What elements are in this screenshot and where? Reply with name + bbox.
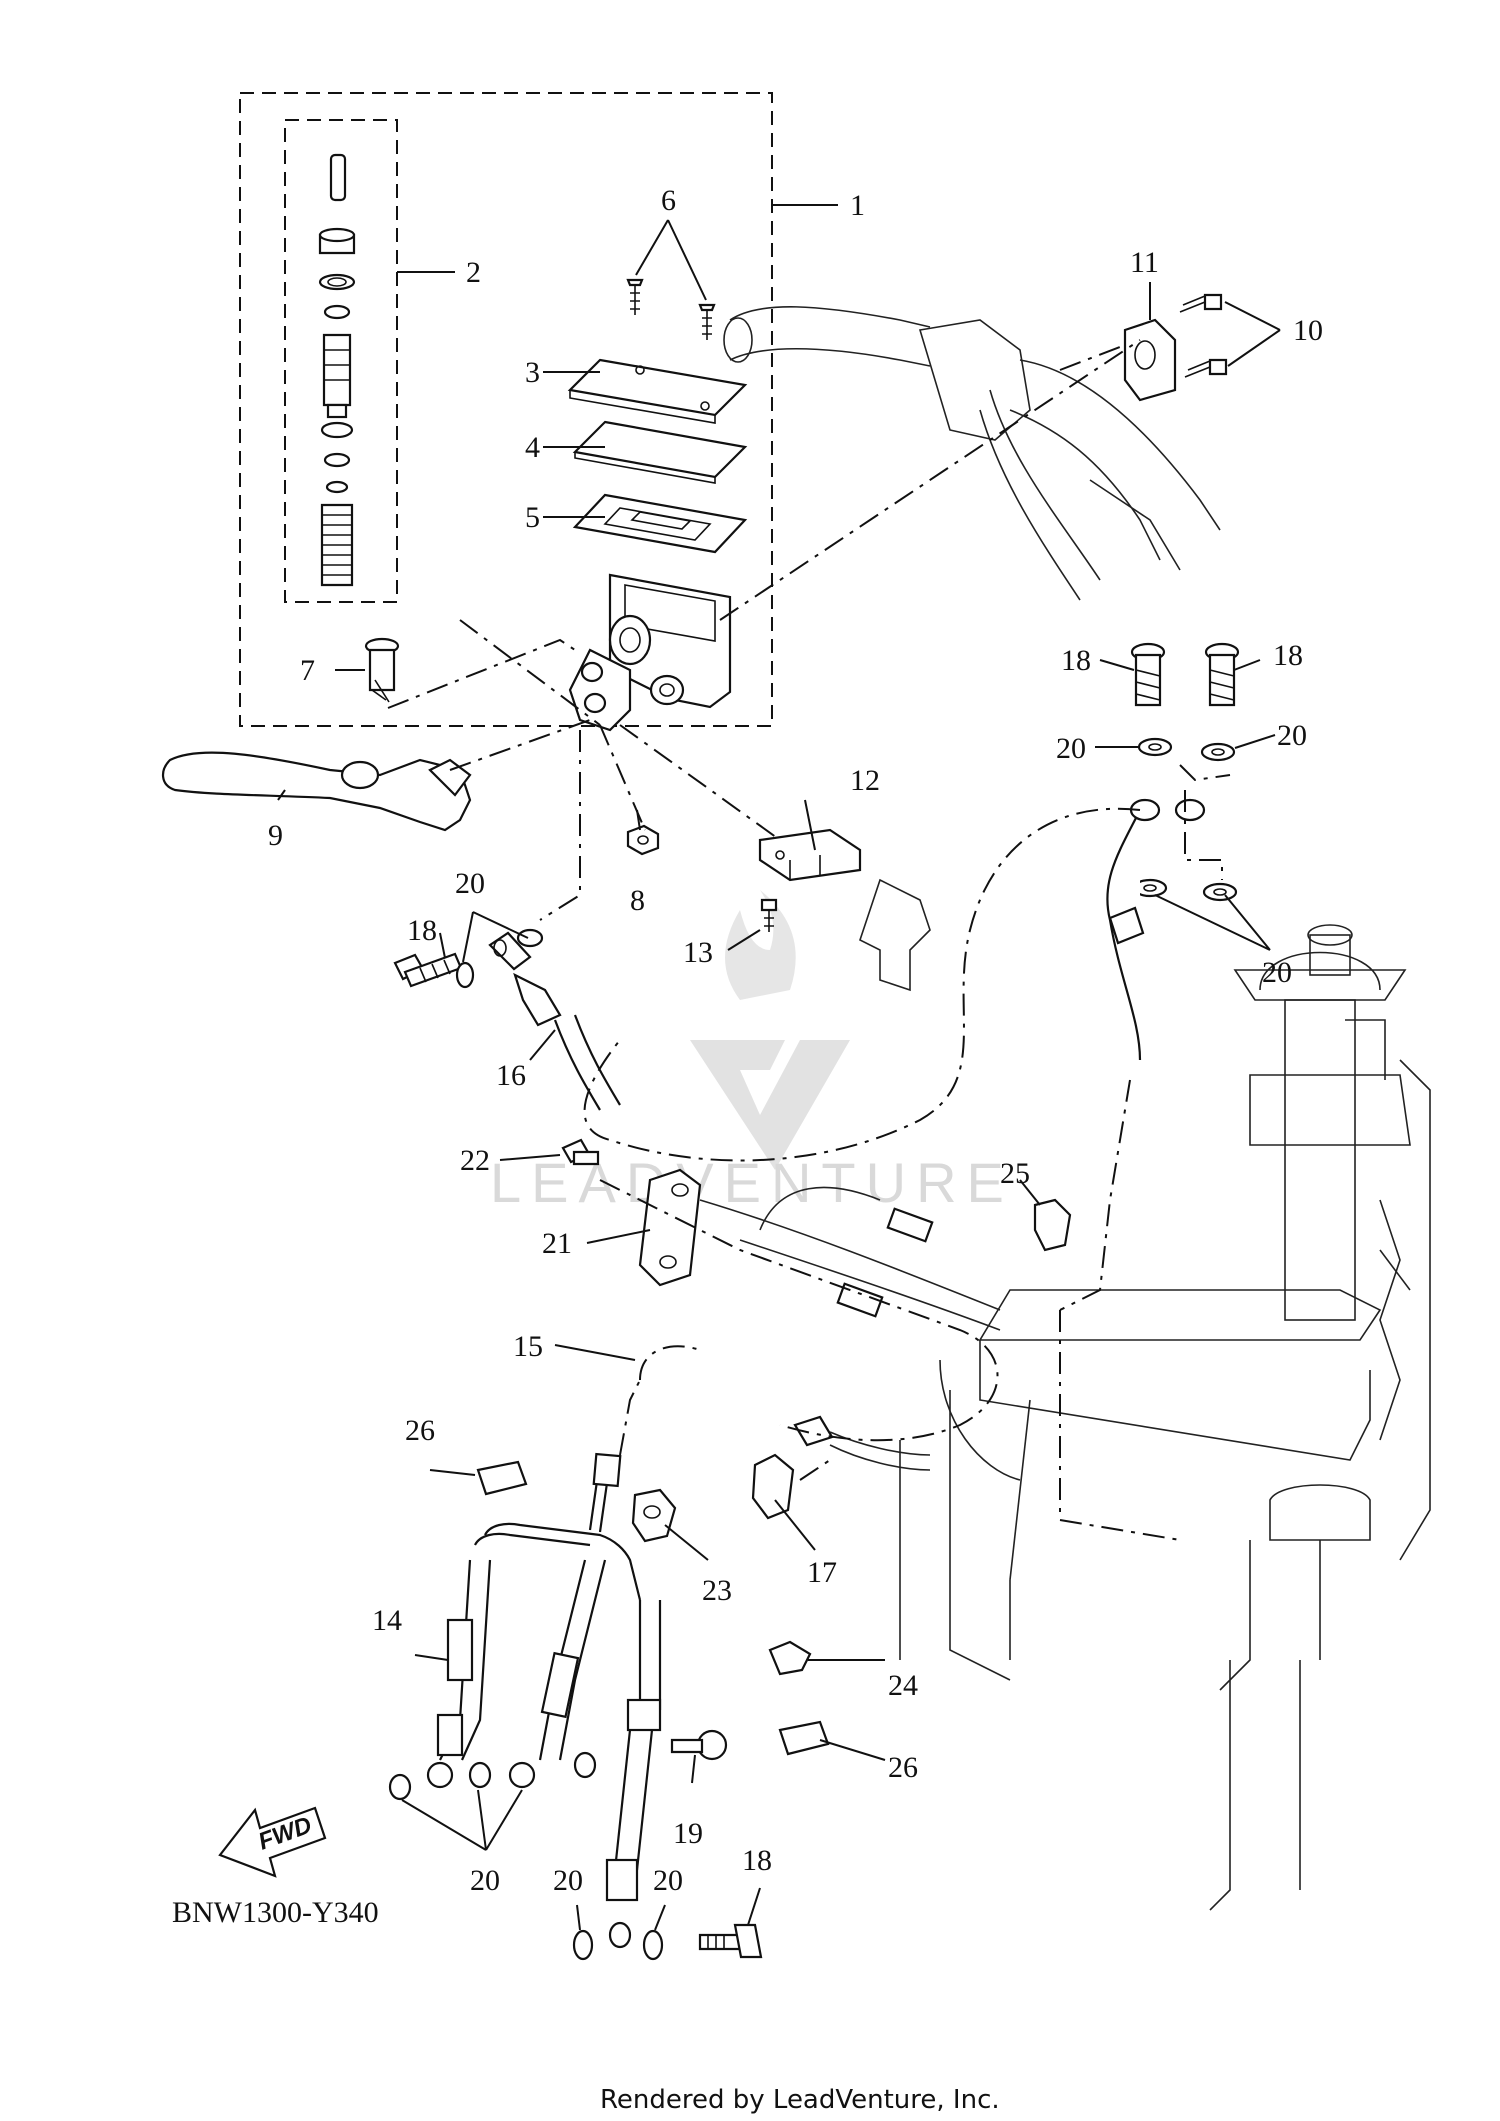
callout-4[interactable]: 4 (525, 431, 540, 464)
washers-lower[interactable] (572, 1929, 664, 1961)
piston-kit-group-box (284, 119, 398, 603)
callout-9[interactable]: 9 (268, 819, 283, 852)
switch-wiring-ghost (859, 878, 931, 992)
hose-joint-bolt[interactable] (670, 1729, 728, 1761)
diaphragm[interactable] (572, 493, 748, 554)
callout-5[interactable]: 5 (525, 501, 540, 534)
upper-brake-hose[interactable] (1106, 798, 1206, 1061)
handlebar-ghost (723, 306, 1221, 601)
diaphragm-plate[interactable] (572, 420, 748, 484)
callout-17[interactable]: 17 (807, 1556, 837, 1589)
callout-12[interactable]: 12 (850, 764, 880, 797)
hose-clamp-17[interactable] (751, 1453, 795, 1520)
callout-20-top-right[interactable]: 20 (1277, 719, 1307, 752)
callout-7[interactable]: 7 (300, 654, 315, 687)
watermark-text: LEADVENTURE (490, 1151, 1014, 1214)
fwd-arrow-icon: FWD (218, 1806, 327, 1878)
callout-8[interactable]: 8 (630, 884, 645, 917)
hose-guide-bolt[interactable] (561, 1138, 600, 1166)
pivot-nut[interactable] (626, 824, 660, 856)
callout-13[interactable]: 13 (683, 936, 713, 969)
union-bolt-lower[interactable] (698, 1923, 763, 1959)
cap-screws[interactable] (626, 278, 716, 340)
callout-26-bottom[interactable]: 26 (888, 1751, 918, 1784)
callout-18-top-left[interactable]: 18 (1061, 644, 1091, 677)
leader-lines (387, 339, 1231, 1541)
front-brake-hose[interactable] (488, 931, 621, 1111)
callout-20-bottom-left[interactable]: 20 (470, 1864, 500, 1897)
callout-23[interactable]: 23 (702, 1574, 732, 1607)
washers-left[interactable] (455, 928, 544, 989)
callout-10[interactable]: 10 (1293, 314, 1323, 347)
callout-2[interactable]: 2 (466, 256, 481, 289)
piston-kit[interactable] (318, 153, 356, 587)
callout-1[interactable]: 1 (850, 189, 865, 222)
hose-holder[interactable] (638, 1168, 702, 1287)
callout-pointers (277, 204, 1281, 1931)
callout-26-top[interactable]: 26 (405, 1414, 435, 1447)
callout-11[interactable]: 11 (1130, 246, 1159, 279)
callout-20-left[interactable]: 20 (455, 867, 485, 900)
watermark-flame-icon (725, 890, 796, 1000)
hose-clip-26-bottom[interactable] (778, 1720, 830, 1756)
lower-hose-15[interactable] (793, 1415, 931, 1471)
throttle-cables-ghost (699, 1186, 1001, 1331)
watermark-v-icon (690, 1040, 850, 1170)
callout-21[interactable]: 21 (542, 1227, 572, 1260)
callout-19[interactable]: 19 (673, 1817, 703, 1850)
lower-brake-hose-assembly[interactable] (388, 1452, 662, 1949)
hose-clip-25[interactable] (1033, 1198, 1072, 1252)
callout-20-right[interactable]: 20 (1262, 956, 1292, 989)
master-cylinder-group-box (239, 92, 773, 727)
callout-20-bottom-mid[interactable]: 20 (553, 1864, 583, 1897)
callout-20-bottom-right[interactable]: 20 (653, 1864, 683, 1897)
callout-20-top-left[interactable]: 20 (1056, 732, 1086, 765)
reservoir-cap[interactable] (567, 358, 748, 424)
callout-18-bottom[interactable]: 18 (742, 1844, 772, 1877)
callout-18-left[interactable]: 18 (407, 914, 437, 947)
washers-top[interactable] (1132, 737, 1238, 902)
hose-clip-23[interactable] (631, 1488, 677, 1543)
switch-screw[interactable] (760, 898, 778, 932)
diagram-code: BNW1300-Y340 (172, 1896, 379, 1929)
callout-15[interactable]: 15 (513, 1330, 543, 1363)
callout-25[interactable]: 25 (1000, 1157, 1030, 1190)
callout-6[interactable]: 6 (661, 184, 676, 217)
hose-clip-24[interactable] (768, 1640, 812, 1676)
union-bolts-top[interactable] (1130, 642, 1240, 707)
callout-24[interactable]: 24 (888, 1669, 918, 1702)
callout-22[interactable]: 22 (460, 1144, 490, 1177)
footer-credit: Rendered by LeadVenture, Inc. (600, 2085, 1000, 2115)
callout-14[interactable]: 14 (372, 1604, 402, 1637)
fork-assembly-ghost (899, 924, 1431, 1911)
hose-clip-26-top[interactable] (476, 1460, 528, 1496)
lever-pivot-bolt[interactable] (364, 637, 400, 703)
union-bolt-left[interactable] (393, 952, 463, 988)
master-cylinder-clamp[interactable] (1123, 318, 1177, 402)
callout-labels: 1 2 3 4 5 6 7 8 9 10 11 12 13 14 15 16 1… (268, 184, 1323, 1897)
brake-light-switch[interactable] (758, 828, 862, 882)
callout-18-top-right[interactable]: 18 (1273, 639, 1303, 672)
master-cylinder-body[interactable] (568, 573, 732, 732)
clamp-bolts[interactable] (1179, 293, 1228, 378)
callout-16[interactable]: 16 (496, 1059, 526, 1092)
callout-3[interactable]: 3 (525, 356, 540, 389)
brake-lever[interactable] (162, 751, 472, 832)
